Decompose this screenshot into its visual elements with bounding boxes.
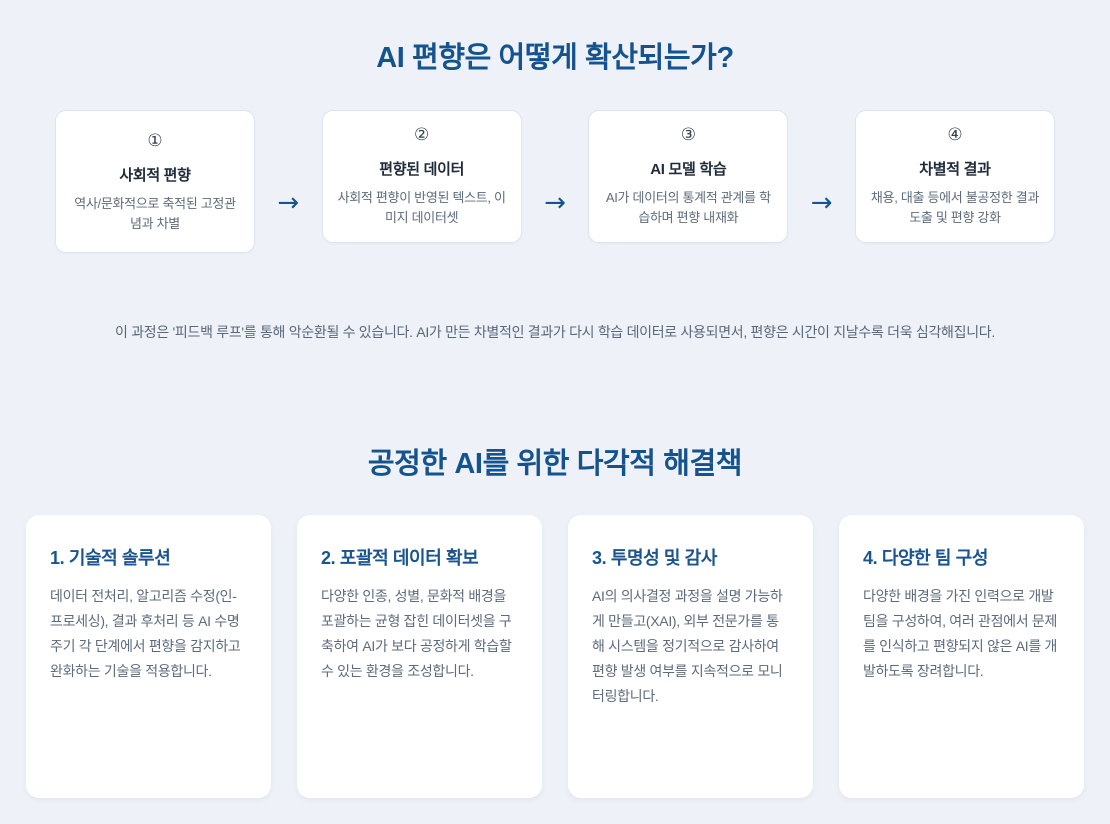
flow-step-card-1: ① 사회적 편향 역사/문화적으로 축적된 고정관념과 차별: [55, 110, 255, 254]
solution-body: 다양한 인종, 성별, 문화적 배경을 포괄하는 균형 잡힌 데이터셋을 구축하…: [321, 588, 512, 679]
arrow-right-icon: →: [810, 188, 833, 218]
step-number-icon: ①: [147, 131, 163, 151]
step-description: AI가 데이터의 통계적 관계를 학습하며 편향 내재화: [605, 190, 771, 226]
solution-card-2: 2. 포괄적 데이터 확보 다양한 인종, 성별, 문화적 배경을 포괄하는 균…: [297, 515, 542, 798]
step-title: 편향된 데이터: [379, 161, 465, 178]
solution-heading: 4. 다양한 팀 구성: [863, 548, 988, 568]
solution-heading: 3. 투명성 및 감사: [592, 548, 717, 568]
flow-step-card-4: ④ 차별적 결과 채용, 대출 등에서 불공정한 결과 도출 및 편향 강화: [854, 110, 1055, 244]
step-title: 차별적 결과: [919, 161, 991, 178]
solution-heading: 1. 기술적 솔루션: [50, 548, 171, 568]
arrow-right-icon: →: [277, 188, 300, 218]
step-description: 사회적 편향이 반영된 텍스트, 이미지 데이터셋: [337, 190, 506, 226]
step-number-icon: ④: [947, 125, 963, 145]
flow-section-title: AI 편향은 어떻게 확산되는가?: [376, 42, 734, 74]
feedback-loop-caption: 이 과정은 '피드백 루프'를 통해 악순환될 수 있습니다. AI가 만든 차…: [115, 324, 995, 340]
flow-step-card-3: ③ AI 모델 학습 AI가 데이터의 통계적 관계를 학습하며 편향 내재화: [588, 110, 789, 244]
step-description: 역사/문화적으로 축적된 고정관념과 차별: [74, 196, 236, 232]
step-title: AI 모델 학습: [650, 161, 727, 178]
step-description: 채용, 대출 등에서 불공정한 결과 도출 및 편향 강화: [870, 190, 1040, 226]
bias-flow-diagram: ① 사회적 편향 역사/문화적으로 축적된 고정관념과 차별 → ② 편향된 데…: [55, 110, 1055, 290]
solutions-card-grid: 1. 기술적 솔루션 데이터 전처리, 알고리즘 수정(인-프로세싱), 결과 …: [26, 515, 1084, 798]
solution-body: AI의 의사결정 과정을 설명 가능하게 만들고(XAI), 외부 전문가를 통…: [592, 588, 783, 704]
step-title: 사회적 편향: [119, 167, 191, 184]
solution-heading: 2. 포괄적 데이터 확보: [321, 548, 479, 568]
solution-card-1: 1. 기술적 솔루션 데이터 전처리, 알고리즘 수정(인-프로세싱), 결과 …: [26, 515, 271, 798]
arrow-right-icon: →: [544, 188, 566, 218]
step-number-icon: ③: [680, 125, 696, 145]
solution-body: 다양한 배경을 가진 인력으로 개발팀을 구성하여, 여러 관점에서 문제를 인…: [863, 588, 1058, 679]
flow-step-card-2: ② 편향된 데이터 사회적 편향이 반영된 텍스트, 이미지 데이터셋: [321, 110, 522, 244]
solutions-section-title: 공정한 AI를 위한 다각적 해결책: [367, 448, 743, 480]
solution-body: 데이터 전처리, 알고리즘 수정(인-프로세싱), 결과 후처리 등 AI 수명…: [50, 588, 241, 679]
solution-card-3: 3. 투명성 및 감사 AI의 의사결정 과정을 설명 가능하게 만들고(XAI…: [568, 515, 813, 798]
step-number-icon: ②: [414, 125, 430, 145]
solution-card-4: 4. 다양한 팀 구성 다양한 배경을 가진 인력으로 개발팀을 구성하여, 여…: [839, 515, 1084, 798]
